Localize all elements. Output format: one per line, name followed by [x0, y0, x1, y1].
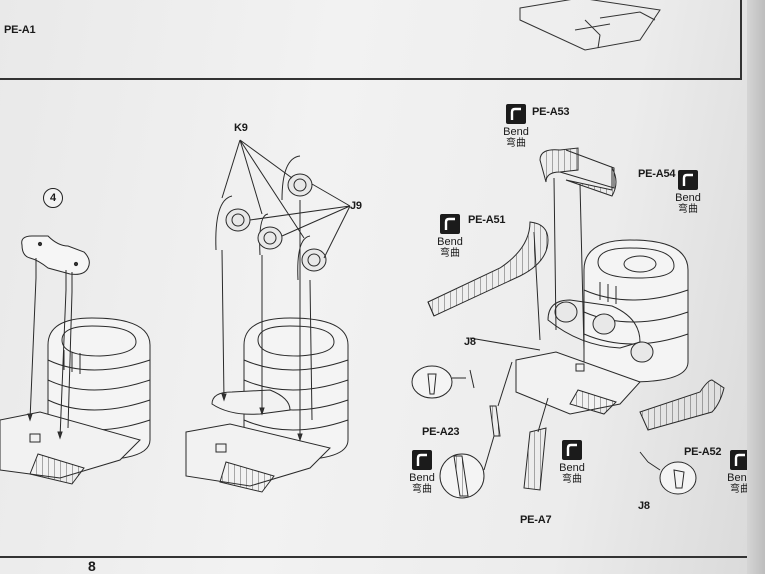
bend-marker-a54: Bend 弯曲 — [668, 170, 708, 216]
label-pe-a23: PE-A23 — [422, 426, 460, 438]
label-pe-a52: PE-A52 — [684, 446, 722, 458]
page-edge-shadow — [747, 0, 765, 574]
assembly-middle — [185, 139, 351, 493]
assembly-step-4 — [0, 235, 151, 485]
label-k9: K9 — [234, 122, 248, 134]
label-pe-a7: PE-A7 — [520, 514, 552, 526]
top-divider — [0, 78, 740, 80]
bottom-divider — [0, 556, 760, 558]
bend-marker-a7: Bend 弯曲 — [552, 440, 592, 486]
page-number: 8 — [88, 558, 96, 574]
step-number-badge: 4 — [43, 188, 63, 208]
label-pe-a54: PE-A54 — [638, 168, 676, 180]
label-j8-left: J8 — [464, 336, 476, 348]
bend-marker-a23: Bend 弯曲 — [402, 450, 442, 496]
lamp-parts — [215, 155, 327, 281]
bend-marker-a51: Bend 弯曲 — [430, 214, 470, 260]
right-border — [740, 0, 742, 80]
bend-icon — [412, 450, 432, 470]
previous-step-fragment — [519, 0, 661, 51]
label-j8-right: J8 — [638, 500, 650, 512]
bend-icon — [440, 214, 460, 234]
label-pe-a53: PE-A53 — [532, 106, 570, 118]
label-j9: J9 — [350, 200, 362, 212]
bend-icon — [678, 170, 698, 190]
bend-icon — [730, 450, 750, 470]
bend-marker-a52: Bend 弯曲 — [720, 450, 760, 496]
bend-marker-a53: Bend 弯曲 — [496, 104, 536, 150]
label-pe-a51: PE-A51 — [468, 214, 506, 226]
assembly-right — [411, 147, 725, 499]
bend-icon — [562, 440, 582, 460]
bend-icon — [506, 104, 526, 124]
label-pe-a1: PE-A1 — [4, 24, 36, 36]
